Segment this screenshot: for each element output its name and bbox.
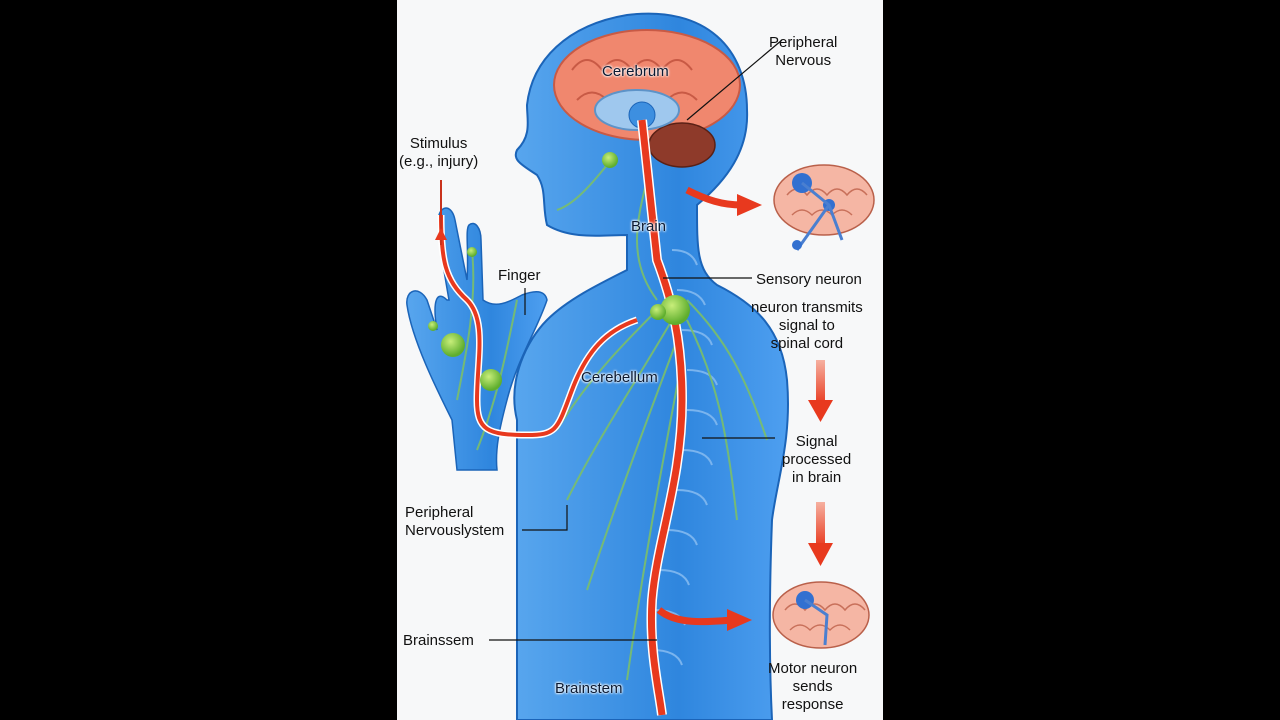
ganglia	[428, 152, 690, 391]
body-silhouette	[513, 12, 789, 720]
label-neuron-transmits: neuron transmits signal to spinal cord	[751, 299, 863, 352]
label-brainssem: Brainssem	[403, 632, 474, 649]
brain-icon-bottom	[772, 581, 870, 649]
label-stimulus: Stimulus (e.g., injury)	[399, 135, 479, 170]
label-peripheral-nervous-system: Peripheral Nervouslystem	[405, 504, 505, 539]
label-brainstem: Brainstem	[555, 680, 623, 697]
label-motor-neuron: Motor neuron sends response	[768, 660, 858, 713]
label-cerebrum: Cerebrum	[602, 63, 669, 80]
peripheral-nerves	[456, 164, 768, 681]
spinal-column	[651, 249, 718, 666]
label-sensory-neuron: Sensory neuron	[756, 271, 862, 288]
diagram-panel: Peripheral Nervous Cerebrum Stimulus (e.…	[397, 0, 883, 720]
label-cerebellum: Cerebellum	[581, 369, 658, 386]
label-signal-processed: Signal processed in brain	[782, 433, 852, 486]
label-peripheral-nervous-top: Peripheral Nervous	[769, 34, 838, 69]
nervous-system-illustration	[406, 12, 875, 720]
brain-icon-top	[773, 164, 875, 251]
arrow-to-bottom-brain	[656, 607, 733, 626]
cerebellum-shape	[648, 122, 716, 168]
label-brain: Brain	[631, 218, 667, 235]
label-finger: Finger	[498, 267, 541, 284]
